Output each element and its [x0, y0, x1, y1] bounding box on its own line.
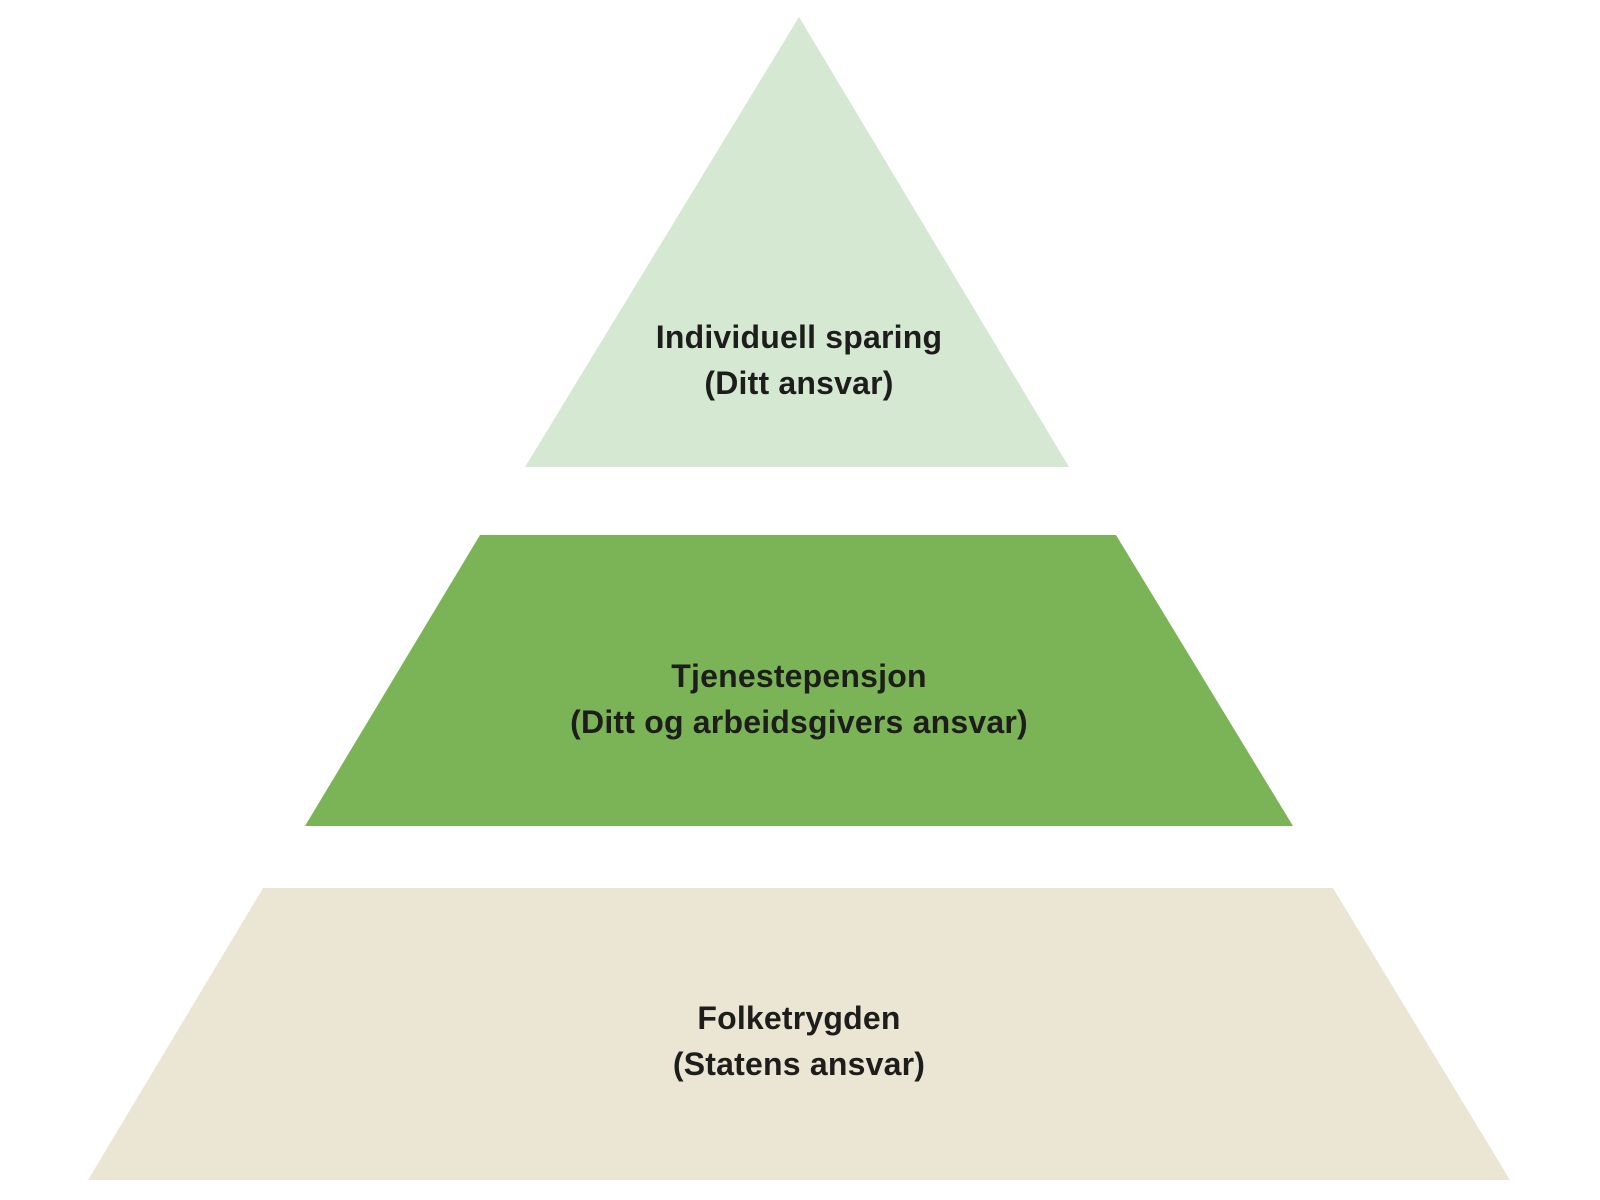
- tier-occupational-pension-label: Tjenestepensjon (Ditt og arbeidsgivers a…: [570, 653, 1028, 745]
- tier-occupational-pension-shape: [305, 535, 1293, 826]
- tier-national-insurance-label: Folketrygden (Statens ansvar): [673, 995, 925, 1087]
- tier-national-insurance-label-line1: Folketrygden: [697, 1000, 901, 1036]
- tier-individual-savings-label-line1: Individuell sparing: [655, 319, 943, 355]
- tier-occupational-pension-label-line2: (Ditt og arbeidsgivers ansvar): [570, 704, 1028, 740]
- tier-individual-savings-label: Individuell sparing (Ditt ansvar): [656, 314, 943, 406]
- tier-individual-savings-shape: [525, 17, 1069, 467]
- tier-national-insurance-label-line2: (Statens ansvar): [672, 1046, 926, 1082]
- tier-occupational-pension-label-line1: Tjenestepensjon: [671, 658, 927, 694]
- tier-individual-savings-label-line2: (Ditt ansvar): [704, 365, 894, 401]
- tier-national-insurance-shape: [88, 888, 1510, 1180]
